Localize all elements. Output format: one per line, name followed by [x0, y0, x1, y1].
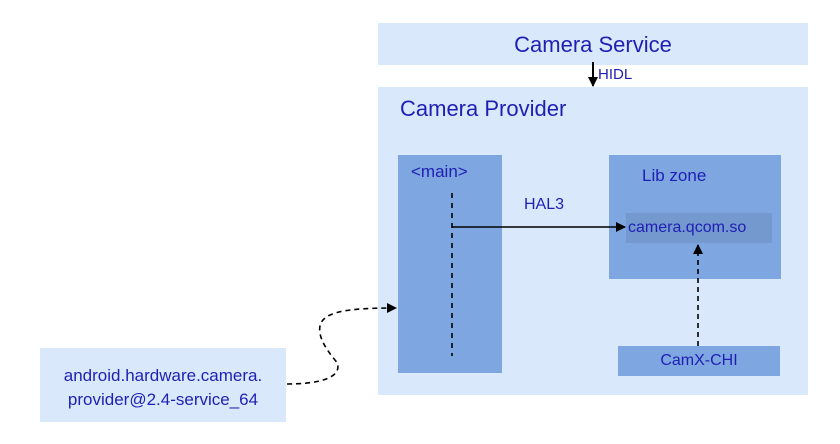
hidl-label: HIDL [598, 66, 633, 83]
camera-so-box [626, 213, 772, 243]
lib-zone-label: Lib zone [642, 166, 707, 185]
camera-service-box: Camera Service [378, 23, 808, 65]
camera-provider-label: Camera Provider [400, 96, 567, 121]
main-block-label: <main> [411, 162, 468, 181]
main-block [398, 155, 502, 373]
camera-service-label: Camera Service [514, 32, 672, 57]
provider-process-line1: android.hardware.camera. [63, 366, 263, 385]
camx-chi-box: CamX-CHI [618, 346, 780, 376]
hal3-label: HAL3 [524, 196, 565, 213]
camera-so-label: camera.qcom.so [628, 219, 747, 236]
provider-process-line2: provider@2.4-service_64 [67, 390, 259, 409]
provider-process-box: android.hardware.camera. provider@2.4-se… [40, 348, 286, 422]
camx-chi-label: CamX-CHI [660, 352, 738, 369]
process-to-main-arrow [286, 303, 397, 385]
